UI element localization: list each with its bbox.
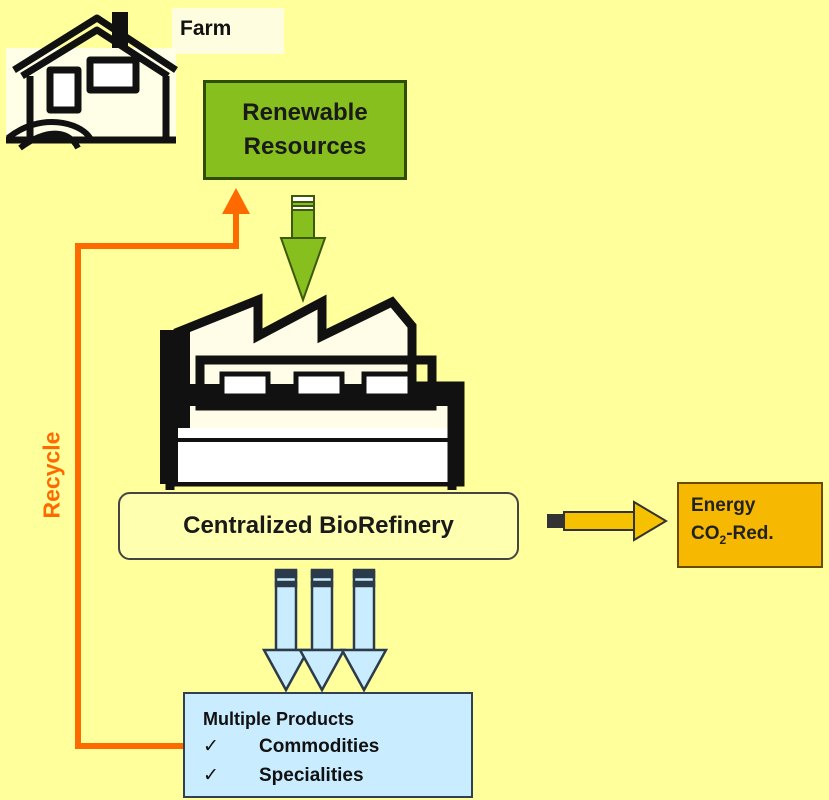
centralized-biorefinery-box: Centralized BioRefinery — [118, 492, 519, 560]
products-item-label: Commodities — [259, 736, 380, 757]
refinery-to-products-arrows — [261, 568, 389, 693]
energy-line1: Energy — [691, 495, 756, 516]
renewable-line2: Resources — [243, 133, 367, 160]
check-icon: ✓ — [203, 765, 219, 786]
recycle-label: Recycle — [38, 431, 65, 519]
factory-icon — [160, 293, 465, 490]
products-item-commodities: ✓ Commodities — [203, 732, 471, 761]
recycle-arrow — [75, 188, 250, 749]
refinery-to-energy-arrow — [547, 500, 668, 542]
check-icon: ✓ — [203, 736, 219, 757]
co2-subscript: 2 — [719, 532, 727, 547]
down-arrow-right — [339, 568, 389, 693]
farm-house-icon — [6, 12, 178, 151]
down-arrow-middle — [297, 568, 347, 693]
farm-label: Farm — [180, 17, 232, 40]
multiple-products-box: Multiple Products ✓ Commodities ✓ Speciali… — [183, 692, 473, 798]
farm-label-bg — [172, 8, 284, 54]
products-title: Multiple Products — [203, 709, 355, 729]
renewable-to-factory-arrow — [279, 195, 327, 303]
products-item-specialities: ✓ Specialities — [203, 761, 471, 790]
co2-prefix: CO — [691, 523, 720, 544]
down-arrow-left — [261, 568, 311, 693]
products-item-label: Specialities — [259, 765, 364, 786]
renewable-line1: Renewable — [242, 99, 368, 126]
energy-box: Energy CO2-Red. — [677, 482, 823, 568]
co2-suffix: -Red. — [726, 523, 774, 544]
refinery-label: Centralized BioRefinery — [183, 512, 454, 539]
renewable-resources-box: Renewable Resources — [203, 80, 407, 180]
co2-reduction-label: CO2-Red. — [691, 520, 821, 554]
